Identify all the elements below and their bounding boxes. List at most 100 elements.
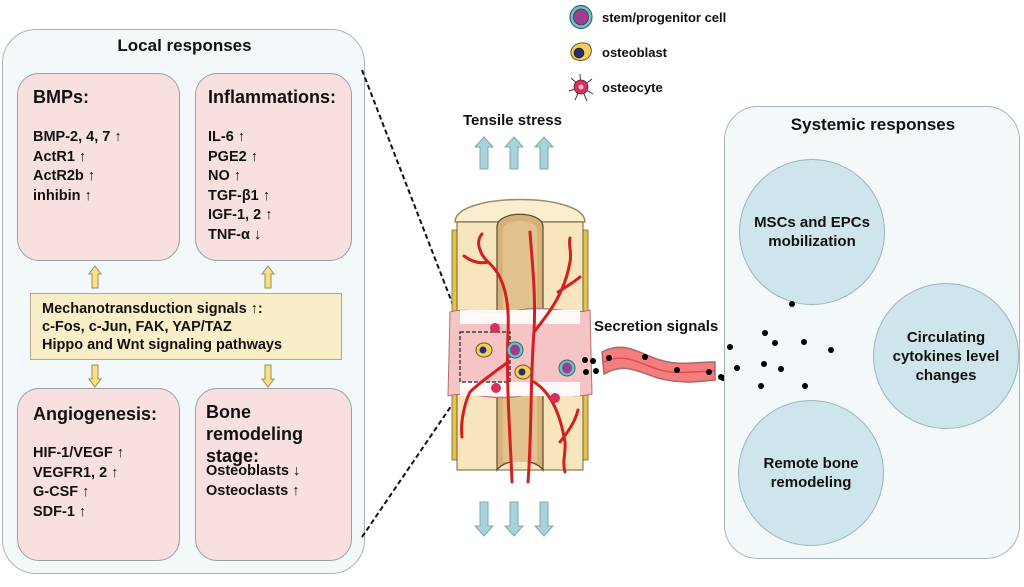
- bone-cap: [454, 198, 586, 223]
- circle-text-line: cytokines level: [892, 347, 1000, 365]
- list-item: HIF-1/VEGF ↑: [33, 445, 125, 461]
- arrow-up-icon: [503, 136, 525, 170]
- legend-label-osteoblast: osteoblast: [602, 45, 668, 60]
- arrow-down-left-icon: [88, 364, 102, 388]
- zoom-region: [459, 331, 511, 383]
- signal-dot: [761, 361, 767, 367]
- local-responses-panel: Local responses BMPs: BMP-2, 4, 7 ↑ ActR…: [2, 29, 365, 574]
- arrow-down-right-icon: [261, 364, 275, 388]
- list-item: inhibin ↑: [33, 187, 92, 204]
- signal-dot: [583, 369, 589, 375]
- circle-text-line: Remote bone: [763, 455, 859, 472]
- list-item: TNF-α ↓: [208, 226, 262, 243]
- zoom-line-bottom: [361, 395, 459, 538]
- signal-dot: [727, 344, 733, 350]
- signal-dot: [802, 383, 808, 389]
- list-item: Osteoblasts ↓: [206, 463, 301, 479]
- osteocyte-icon: [491, 383, 501, 393]
- local-responses-title: Local responses: [117, 36, 252, 55]
- arrow-down-icon: [503, 501, 525, 537]
- bmps-title: BMPs:: [33, 87, 90, 107]
- arrow-up-right-icon: [261, 265, 275, 289]
- blood-vessels: [460, 230, 582, 484]
- bone-remodeling-title-line: Bone remodeling: [206, 402, 304, 444]
- systemic-responses-panel: Systemic responses MSCs and EPCs mobiliz…: [724, 106, 1020, 559]
- inflammations-list: IL-6 ↑ PGE2 ↑ NO ↑ TGF-β1 ↑ IGF-1, 2 ↑ T…: [208, 128, 272, 245]
- list-item: BMP-2, 4, 7 ↑: [33, 129, 122, 145]
- osteoblast-icon: [570, 42, 592, 61]
- signal-dot: [801, 339, 807, 345]
- legend-label-stem: stem/progenitor cell: [602, 10, 727, 25]
- circle-text-line: Circulating: [906, 328, 986, 346]
- stem-progenitor-cell-icon: [558, 359, 576, 377]
- tensile-stress-label: Tensile stress: [463, 112, 562, 129]
- osteocyte-icon: [490, 323, 500, 333]
- mechanotransduction-line: Mechanotransduction signals ↑:: [42, 301, 263, 317]
- signal-dot: [734, 365, 740, 371]
- list-item: TGF-β1 ↑: [208, 187, 271, 204]
- osteoblast-icon: [475, 342, 493, 358]
- signal-dot: [778, 366, 784, 372]
- circle-text-line: changes: [915, 366, 977, 384]
- bone-remodeling-box: Bone remodeling stage: Osteoblasts ↓ Ost…: [195, 388, 352, 561]
- stem-progenitor-cell-icon: [506, 341, 524, 359]
- bone-remodeling-list: Osteoblasts ↓ Osteoclasts ↑: [206, 462, 300, 501]
- signal-dot: [762, 330, 768, 336]
- tensile-arrows-down: [474, 501, 555, 537]
- bmps-list: BMP-2, 4, 7 ↑ ActR1 ↑ ActR2b ↑ inhibin ↑: [33, 128, 122, 206]
- bone-remodeling-title-line: stage:: [206, 446, 260, 466]
- osteocyte-icon: [550, 393, 560, 403]
- msc-epc-mobilization-circle: MSCs and EPCs mobilization: [739, 159, 885, 305]
- signal-dot: [674, 367, 680, 373]
- mechanotransduction-box: Mechanotransduction signals ↑: c-Fos, c-…: [30, 293, 342, 360]
- bone-illustration: [447, 198, 593, 484]
- signal-dot: [718, 374, 724, 380]
- bone-remodeling-title: Bone remodeling stage:: [206, 401, 351, 467]
- list-item: ActR2b ↑: [33, 168, 96, 184]
- list-item: VEGFR1, 2 ↑: [33, 464, 119, 481]
- arrow-up-left-icon: [88, 265, 102, 289]
- signal-dot: [606, 355, 612, 361]
- list-item: IL-6 ↑: [208, 129, 246, 145]
- osteoblast-icon: [514, 364, 532, 380]
- angiogenesis-title: Angiogenesis:: [33, 404, 158, 424]
- signal-dot: [593, 368, 599, 374]
- osteocyte-icon: [568, 73, 594, 102]
- signal-dot: [706, 369, 712, 375]
- angiogenesis-list: HIF-1/VEGF ↑ VEGFR1, 2 ↑ G-CSF ↑ SDF-1 ↑: [33, 444, 124, 522]
- secretion-signals-label: Secretion signals: [594, 318, 719, 335]
- arrow-up-icon: [533, 136, 555, 170]
- circle-text-line: mobilization: [768, 233, 856, 250]
- circle-text-line: remodeling: [770, 474, 852, 491]
- list-item: Osteoclasts ↑: [206, 482, 300, 499]
- circle-text-line: MSCs and EPCs: [754, 214, 870, 231]
- signal-dot: [582, 357, 588, 363]
- arrow-up-icon: [474, 136, 495, 170]
- mechanotransduction-line: Hippo and Wnt signaling pathways: [42, 337, 283, 353]
- signal-dot: [642, 354, 648, 360]
- tensile-arrows-up: [474, 136, 555, 170]
- list-item: ActR1 ↑: [33, 148, 87, 165]
- signal-dot: [772, 340, 778, 346]
- mechanotransduction-text: Mechanotransduction signals ↑: c-Fos, c-…: [42, 300, 282, 354]
- signal-dot: [789, 301, 795, 307]
- stem-progenitor-cell-icon: [569, 4, 593, 30]
- legend: stem/progenitor cell osteoblast osteocyt…: [568, 4, 768, 102]
- mechanotransduction-line: c-Fos, c-Jun, FAK, YAP/TAZ: [42, 319, 232, 335]
- legend-label-osteocyte: osteocyte: [602, 80, 663, 95]
- list-item: PGE2 ↑: [208, 148, 258, 165]
- list-item: G-CSF ↑: [33, 484, 90, 500]
- arrow-down-icon: [474, 501, 495, 537]
- arrow-down-icon: [533, 501, 555, 537]
- remote-bone-remodeling-circle: Remote bone remodeling: [738, 400, 884, 546]
- systemic-responses-title: Systemic responses: [790, 115, 956, 134]
- angiogenesis-box: Angiogenesis: HIF-1/VEGF ↑ VEGFR1, 2 ↑ G…: [17, 388, 180, 561]
- circulating-cytokines-circle: Circulating cytokines level changes: [873, 283, 1019, 429]
- list-item: SDF-1 ↑: [33, 503, 87, 520]
- signal-dot: [828, 347, 834, 353]
- signal-dot: [590, 358, 596, 364]
- inflammations-box: Inflammations: IL-6 ↑ PGE2 ↑ NO ↑ TGF-β1…: [195, 73, 352, 261]
- list-item: NO ↑: [208, 168, 242, 184]
